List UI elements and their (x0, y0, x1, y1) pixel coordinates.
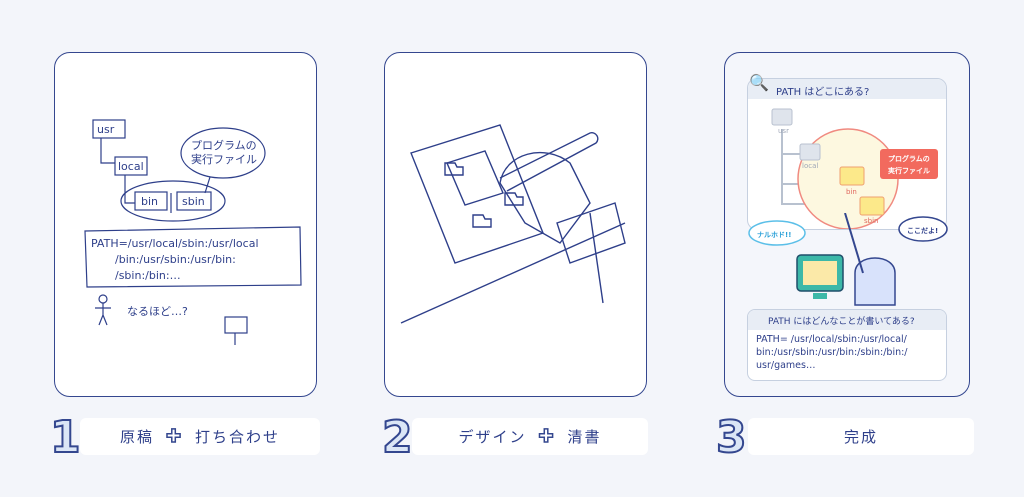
final-panel: PATH はどこにある? usr local bin sbin プログラムの 実… (724, 52, 970, 397)
path-line2: bin:/usr/sbin:/usr/bin:/sbin:/bin:/ (756, 347, 908, 358)
tree-local: local (802, 162, 818, 170)
tree-sbin: sbin (864, 217, 878, 225)
cat-bubble: ここだよ! (907, 227, 938, 235)
characters-illustration: ナルホド!! ここだよ! (748, 213, 948, 306)
folder-icon (799, 143, 821, 161)
sketch-path-line1: PATH=/usr/local/sbin:/usr/local (91, 237, 259, 250)
pc-bubble: ナルホド!! (757, 231, 791, 239)
sketch-path-line2: /bin:/usr/sbin:/usr/bin: (115, 253, 236, 266)
path-content-title: PATH にはどんなことが書いてある? (748, 310, 946, 330)
sketch-usr: usr (97, 123, 115, 136)
sketch-naruhodo: なるほど…? (127, 305, 188, 318)
tag-line1: プログラムの (888, 154, 930, 163)
step-label-3: 完成 (748, 418, 974, 455)
step3-label: 完成 (843, 428, 878, 446)
tree-usr: usr (778, 127, 789, 135)
folder-tree: usr local bin sbin プログラムの 実行ファイル (771, 108, 938, 229)
folder-icon (859, 196, 885, 216)
path-content-card: PATH にはどんなことが書いてある? PATH= /usr/local/sbi… (747, 309, 947, 381)
sketch-local: local (118, 160, 144, 173)
cat-character (844, 213, 896, 306)
sketch-sbin: sbin (182, 195, 205, 208)
path-location-card: PATH はどこにある? usr local bin sbin プログラムの 実… (747, 78, 947, 230)
folder-icon (771, 108, 793, 126)
plus-icon: ✚ (538, 425, 556, 448)
step2-label-b: 清書 (567, 428, 602, 446)
step2-label-a: デザイン (458, 428, 527, 446)
path-value: PATH= /usr/local/sbin:/usr/local/ bin:/u… (748, 330, 946, 372)
step-number-2: 2 (381, 411, 414, 464)
path-line3: usr/games… (756, 360, 816, 371)
drawing-hand-sketch (400, 124, 626, 324)
step-label-1: 原稿 ✚ 打ち合わせ (80, 418, 320, 455)
tree-bin: bin (846, 188, 857, 196)
sketch-path-line3: /sbin:/bin:… (115, 269, 181, 282)
folder-icon (839, 166, 865, 186)
step1-label-b: 打ち合わせ (195, 428, 281, 446)
sketch-bubble-line2: 実行ファイル (191, 152, 257, 166)
step-label-2: デザイン ✚ 清書 (412, 418, 648, 455)
plus-icon: ✚ (165, 425, 184, 448)
draft-sketch: usr local bin sbin プログラムの 実行ファイル PATH=/u… (84, 119, 302, 345)
draft-panel: usr local bin sbin プログラムの 実行ファイル PATH=/u… (54, 52, 317, 397)
sketch-bin: bin (141, 195, 158, 208)
computer-character (796, 254, 844, 299)
step-number-3: 3 (715, 411, 748, 464)
tag-line2: 実行ファイル (888, 166, 930, 175)
magnifier-icon: 🔍 (749, 73, 769, 92)
path-line1: PATH= /usr/local/sbin:/usr/local/ (756, 334, 907, 345)
step1-label-a: 原稿 (119, 428, 154, 446)
path-location-title: PATH はどこにある? (748, 79, 946, 99)
step-number-1: 1 (49, 411, 82, 464)
sketch-bubble-line1: プログラムの (191, 138, 257, 152)
design-panel (384, 52, 647, 397)
